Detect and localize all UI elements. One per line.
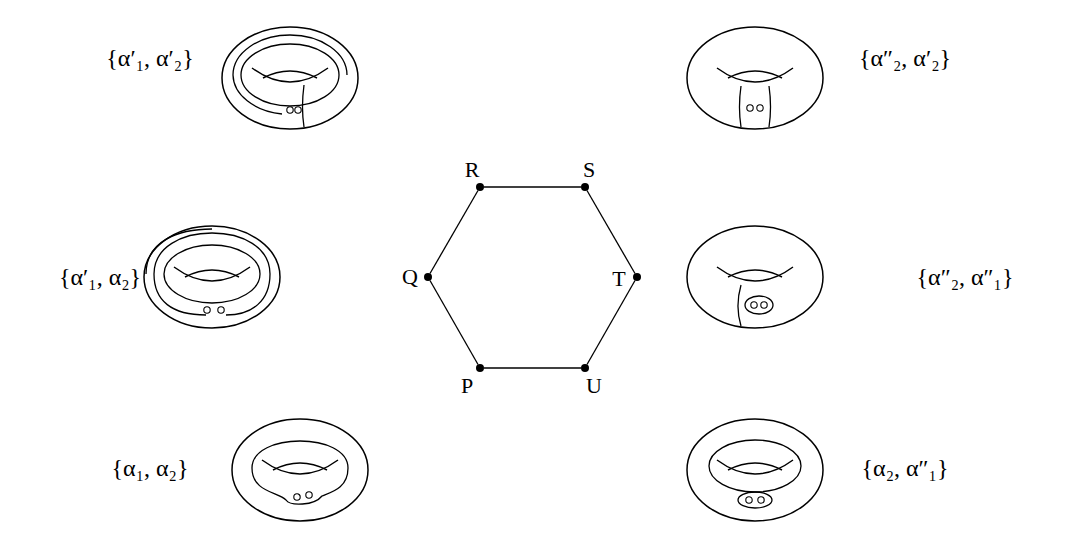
torus-hole: [717, 267, 793, 281]
hexagon-vertex: Q: [424, 273, 432, 281]
simple-closed-curve: [146, 229, 212, 274]
torus-outline: [687, 27, 823, 129]
torus-hole: [728, 270, 782, 277]
torus-figure: [687, 419, 823, 521]
torus-hole: [262, 460, 338, 474]
torus-hole: [717, 68, 793, 82]
torus-hole: [728, 71, 782, 78]
vertex-letter: T: [612, 266, 625, 292]
simple-closed-curve: [252, 441, 348, 504]
simple-closed-curve: [233, 35, 347, 114]
simple-closed-curve: [154, 233, 270, 315]
hexagon-side: [430, 280, 478, 364]
simple-closed-curve: [303, 85, 305, 127]
puncture: [294, 494, 300, 500]
torus-outline: [687, 419, 823, 521]
puncture: [757, 105, 763, 111]
puncture: [306, 492, 312, 498]
simple-closed-curve: [738, 492, 772, 508]
puncture: [218, 307, 224, 313]
simple-closed-curve: [769, 86, 771, 127]
hexagon-vertex: S: [581, 183, 589, 191]
torus-hole: [174, 267, 250, 281]
torus-hole: [273, 463, 327, 470]
hexagon-vertex: T: [633, 273, 641, 281]
torus-figure: [232, 419, 368, 521]
hexagon-vertex: U: [581, 364, 589, 372]
puncture: [758, 497, 764, 503]
curve-set-label: {α₁, α₂}: [112, 455, 189, 482]
puncture: [204, 307, 210, 313]
torus-hole: [185, 270, 239, 277]
vertex-letter: Q: [402, 264, 418, 290]
simple-closed-curve: [745, 296, 773, 314]
curve-set-label: {α′₁, α′₂}: [106, 45, 193, 72]
torus-hole: [717, 460, 793, 474]
simple-closed-curve: [709, 440, 801, 492]
simple-closed-curve: [241, 44, 339, 106]
vertex-letter: S: [583, 157, 595, 183]
hexagon-side: [484, 186, 581, 187]
hexagon-side: [587, 280, 635, 364]
simple-closed-curve: [738, 285, 741, 326]
puncture: [761, 302, 767, 308]
vertex-letter: U: [586, 373, 602, 399]
torus-figure: [687, 226, 823, 328]
puncture: [747, 105, 753, 111]
curve-set-label: {α₂, α″₁}: [862, 455, 949, 482]
simple-closed-curve: [740, 86, 742, 127]
vertex-letter: P: [461, 373, 473, 399]
torus-hole: [263, 71, 317, 78]
puncture: [287, 107, 293, 113]
torus-outline: [687, 226, 823, 328]
puncture: [746, 497, 752, 503]
torus-outline: [232, 419, 368, 521]
hexagon-vertex: R: [476, 183, 484, 191]
torus-hole: [728, 463, 782, 470]
curve-set-label: {α″₂, α″₁}: [917, 264, 1014, 291]
torus-figure: [687, 27, 823, 129]
torus-figure: [222, 27, 358, 129]
simple-closed-curve: [164, 245, 260, 303]
torus-outline: [222, 27, 358, 129]
hexagon-vertex: P: [476, 364, 484, 372]
torus-hole: [252, 68, 328, 82]
vertex-letter: R: [465, 157, 480, 183]
torus-figure: [144, 226, 280, 328]
hexagon-side: [587, 190, 635, 273]
curve-set-label: {α′₁, α₂}: [59, 264, 141, 291]
torus-outline: [144, 226, 280, 328]
puncture: [295, 107, 301, 113]
hexagon-side: [484, 367, 581, 368]
puncture: [751, 302, 757, 308]
hexagon-side: [430, 190, 478, 273]
curve-set-label: {α″₂, α′₂}: [859, 45, 951, 72]
